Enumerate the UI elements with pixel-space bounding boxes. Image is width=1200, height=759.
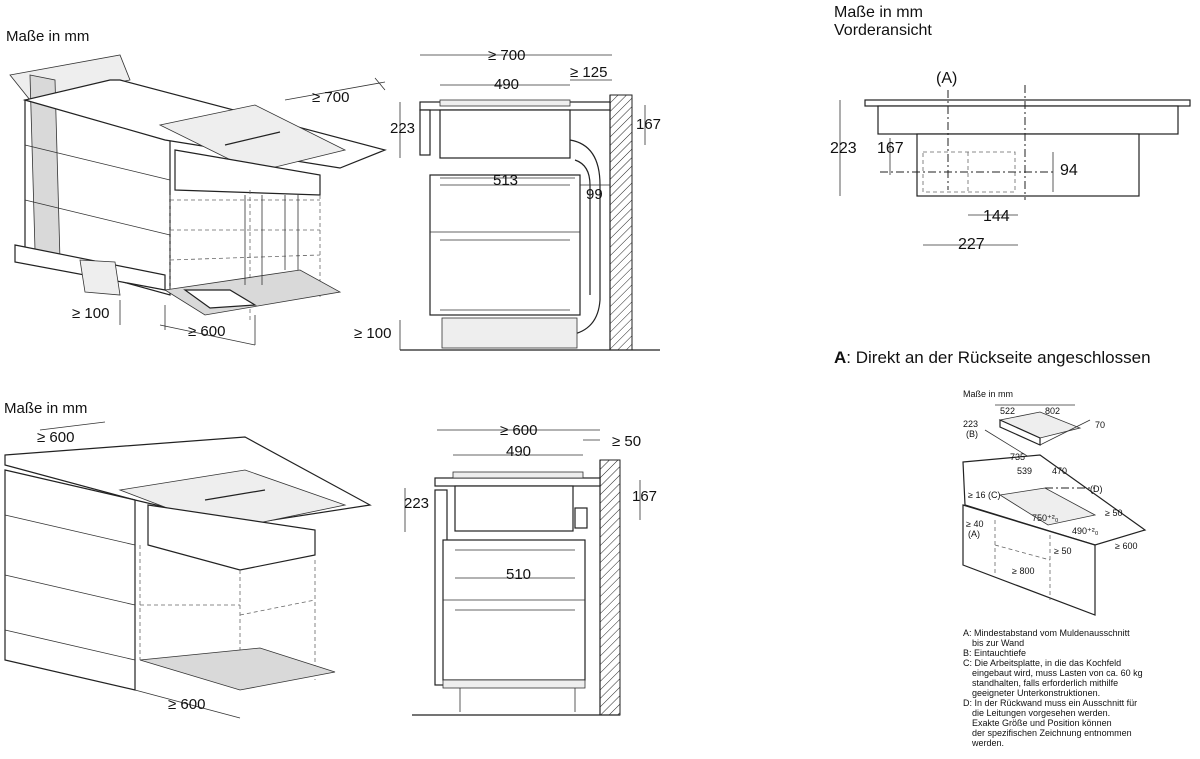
bottom-middle-section-drawing — [404, 429, 641, 716]
front-view-dim-223: 223 — [830, 140, 857, 157]
legend-line: B: Eintauchtiefe — [963, 648, 1027, 658]
bottom-left-title: Maße in mm — [4, 400, 88, 417]
small-dim-600: ≥ 600 — [1115, 541, 1138, 551]
top-middle-dim-490: 490 — [494, 76, 520, 93]
bottom-middle-dim-223: 223 — [404, 495, 430, 512]
small-dim-470: 470 — [1052, 466, 1068, 476]
bottom-left-dim-width: ≥ 600 — [168, 696, 206, 713]
legend-line: werden. — [972, 738, 1005, 748]
small-dim-50-mid: ≥ 50 — [1054, 546, 1072, 556]
front-view-caption: A: Direkt an der Rückseite angeschlossen — [834, 348, 1151, 368]
small-dim-40: ≥ 40 — [966, 519, 984, 529]
top-middle-dim-100: ≥ 100 — [354, 325, 392, 342]
bottom-middle-dim-490: 490 — [506, 443, 532, 460]
front-view-dim-94: 94 — [1060, 162, 1078, 179]
bottom-middle-dim-600: ≥ 600 — [500, 422, 538, 439]
top-left-title: Maße in mm — [6, 28, 90, 45]
legend-line: C: Die Arbeitsplatte, in die das Kochfel… — [963, 658, 1122, 668]
small-label-c: ≥ 16 (C) — [968, 490, 1001, 500]
front-view-drawing — [839, 85, 1191, 246]
legend-line: bis zur Wand — [972, 638, 1025, 648]
bottom-middle-dim-50: ≥ 50 — [612, 433, 642, 450]
top-left-dim-depth: ≥ 700 — [312, 89, 350, 106]
legend-line: Exakte Größe und Position können — [972, 718, 1112, 728]
top-middle-dim-125: ≥ 125 — [570, 64, 608, 81]
small-dim-802: 802 — [1045, 406, 1061, 416]
small-dim-800: ≥ 800 — [1012, 566, 1035, 576]
caption-text: : Direkt an der Rückseite angeschlossen — [846, 348, 1151, 367]
bottom-middle-dim-510: 510 — [506, 566, 532, 583]
top-middle-dim-167: 167 — [636, 116, 662, 133]
small-dim-522: 522 — [1000, 406, 1016, 416]
small-dim-490: 490⁺²₀ — [1072, 526, 1099, 536]
legend-line: der spezifischen Zeichnung entnommen — [972, 728, 1132, 738]
small-dim-735: 735 — [1010, 452, 1026, 462]
front-view-dim-167: 167 — [877, 140, 904, 157]
top-middle-dim-700: ≥ 700 — [488, 47, 526, 64]
front-view-title-line1: Maße in mm — [834, 4, 923, 21]
small-label-b: (B) — [966, 429, 978, 439]
legend-line: die Leitungen vorgesehen werden. — [972, 708, 1111, 718]
top-middle-dim-223: 223 — [390, 120, 416, 137]
legend-line: eingebaut wird, muss Lasten von ca. 60 k… — [972, 668, 1143, 678]
front-view-dim-227: 227 — [958, 236, 985, 253]
small-label-d: (D) — [1090, 484, 1103, 494]
legend-line: A: Mindestabstand vom Muldenausschnitt — [963, 628, 1130, 638]
caption-prefix: A — [834, 348, 847, 367]
small-dim-50-right: ≥ 50 — [1105, 508, 1123, 518]
small-dim-70: 70 — [1095, 420, 1106, 430]
top-middle-dim-513: 513 — [493, 172, 519, 189]
small-legend: A: Mindestabstand vom Muldenausschnitt b… — [963, 628, 1188, 748]
bottom-middle-dim-167: 167 — [632, 488, 658, 505]
top-left-iso-drawing — [9, 54, 387, 346]
small-dim-223: 223 — [963, 419, 979, 429]
small-dim-539: 539 — [1017, 466, 1033, 476]
bottom-left-dim-depth: ≥ 600 — [37, 429, 75, 446]
small-title: Maße in mm — [963, 389, 1014, 399]
legend-line: geeigneter Unterkonstruktionen. — [972, 688, 1101, 698]
top-middle-section-drawing — [399, 54, 660, 351]
top-left-dim-plinth: ≥ 100 — [72, 305, 110, 322]
small-iso-drawing — [962, 404, 1147, 616]
legend-line: D: In der Rückwand muss ein Ausschnitt f… — [963, 698, 1138, 708]
small-label-a: (A) — [968, 529, 980, 539]
small-dim-750: 750⁺²₀ — [1032, 513, 1059, 523]
bottom-left-iso-drawing — [4, 421, 372, 719]
front-view-title-line2: Vorderansicht — [834, 22, 932, 39]
legend-line: standhalten, falls erforderlich mithilfe — [972, 678, 1119, 688]
front-view-dim-144: 144 — [983, 208, 1010, 225]
top-middle-dim-99: 99 — [586, 186, 603, 203]
top-left-dim-width: ≥ 600 — [188, 323, 226, 340]
front-view-marker-a: (A) — [936, 70, 958, 87]
